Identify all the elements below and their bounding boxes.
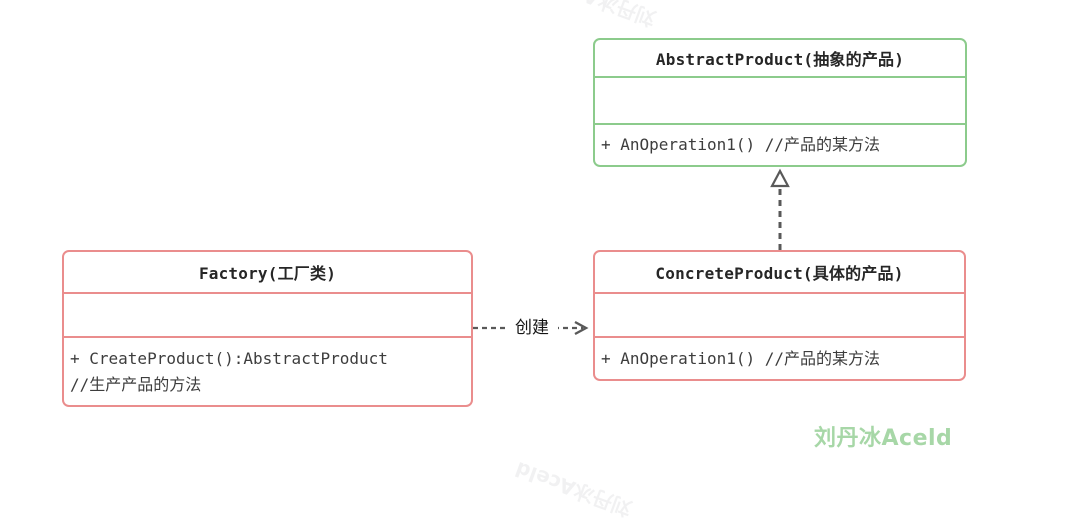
author-watermark: 刘丹冰Aceld — [814, 426, 953, 451]
class-box-abstract-product: AbstractProduct(抽象的产品) + AnOperation1() … — [593, 38, 967, 167]
class-box-factory: Factory(工厂类) + CreateProduct():AbstractP… — [62, 250, 473, 407]
class-title-concrete-product: ConcreteProduct(具体的产品) — [655, 264, 904, 283]
class-title-factory: Factory(工厂类) — [198, 264, 337, 283]
class-methods-abstract-product: + AnOperation1() //产品的某方法 — [595, 125, 965, 165]
method-line: + AnOperation1() //产品的某方法 — [601, 348, 881, 368]
method-line: + AnOperation1() //产品的某方法 — [601, 135, 881, 154]
faint-watermark-top: 刘丹冰Aceld — [535, 0, 660, 35]
method-comment-line: //生产产品的方法 — [70, 374, 202, 394]
class-box-concrete-product: ConcreteProduct(具体的产品) + AnOperation1() … — [593, 250, 966, 381]
class-attributes-concrete-product — [595, 292, 964, 338]
class-title-abstract-product: AbstractProduct(抽象的产品) — [655, 50, 905, 69]
class-attributes-factory — [64, 292, 471, 338]
class-attributes-abstract-product — [595, 76, 965, 125]
faint-watermark-bottom: 刘丹冰Aceld — [512, 456, 636, 522]
class-methods-concrete-product: + AnOperation1() //产品的某方法 — [595, 338, 964, 379]
realization-arrow — [770, 168, 790, 250]
create-arrow-label: 创建 — [506, 316, 558, 340]
method-line: + CreateProduct():AbstractProduct — [70, 348, 388, 368]
class-methods-factory: + CreateProduct():AbstractProduct //生产产品… — [64, 338, 471, 405]
